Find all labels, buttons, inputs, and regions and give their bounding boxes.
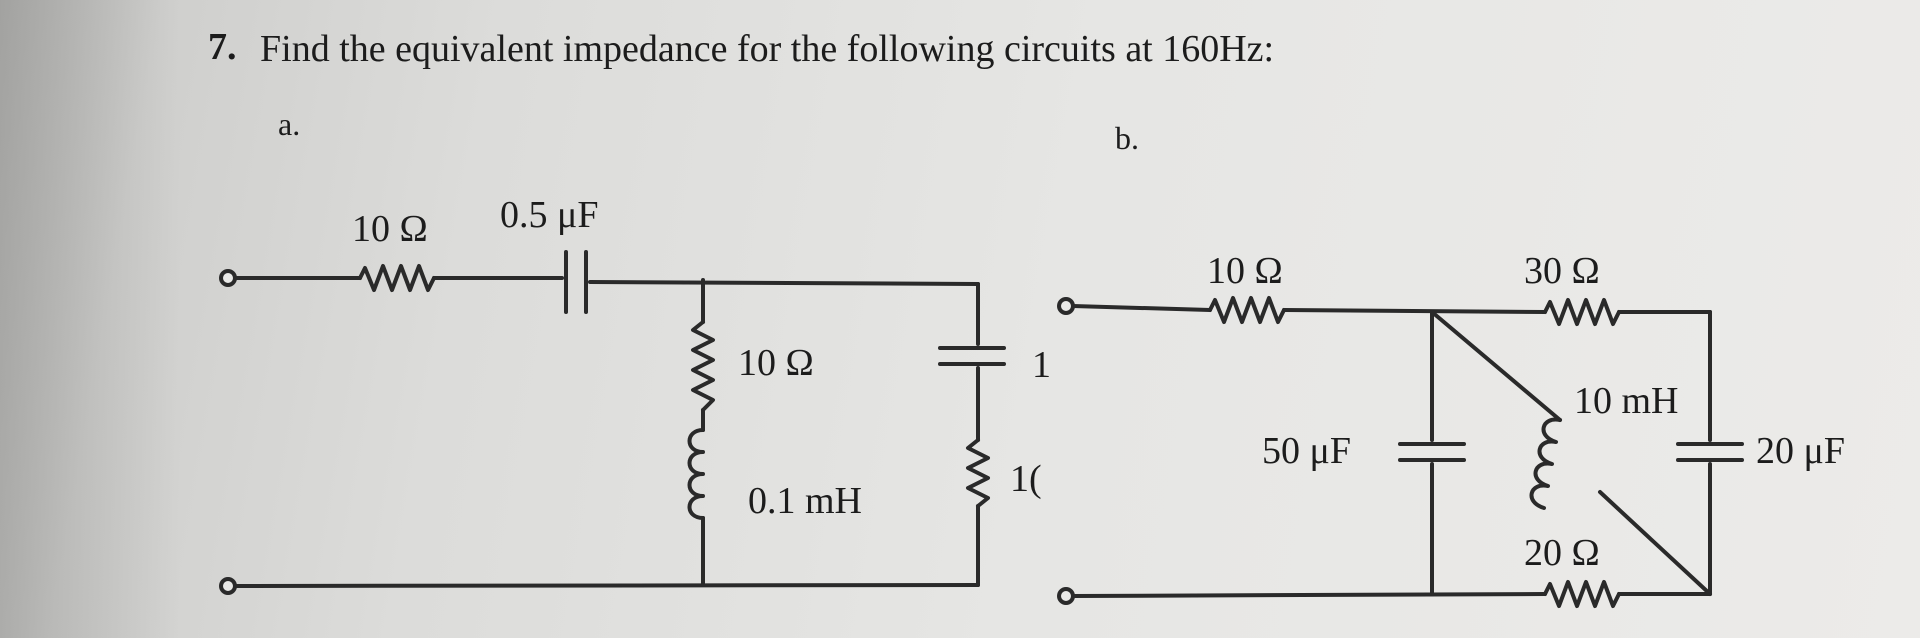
label-a-branch2-capacitor: 1 <box>1032 344 1051 386</box>
terminal-b-top <box>1057 297 1075 315</box>
part-a-label: a. <box>278 106 301 142</box>
circuit-b-wiring <box>1057 296 1744 608</box>
resistor-a-branch2 <box>966 438 990 508</box>
terminal-a-top <box>219 269 237 287</box>
inductor-a-branch1 <box>687 428 705 520</box>
label-b-bottom-resistor: 20 Ω <box>1524 532 1600 574</box>
label-b-right-capacitor: 20 μF <box>1756 430 1846 472</box>
label-a-branch1-inductor: 0.1 mH <box>748 480 862 522</box>
label-b-shunt-capacitor: 50 μF <box>1262 430 1352 472</box>
resistor-b-top <box>1543 298 1621 326</box>
terminal-b-bottom <box>1057 587 1075 605</box>
label-a-branch1-resistor: 10 Ω <box>738 342 814 384</box>
question-number: 7. <box>208 26 237 68</box>
circuit-a-wiring <box>219 250 1006 595</box>
label-b-top-resistor: 30 Ω <box>1524 250 1600 292</box>
label-b-diagonal-inductor: 10 mH <box>1574 380 1679 422</box>
resistor-b-series <box>1208 296 1286 324</box>
resistor-a-series <box>358 264 436 292</box>
terminal-a-bottom <box>219 577 237 595</box>
label-a-series-capacitor: 0.5 μF <box>500 194 599 236</box>
resistor-a-branch1 <box>691 320 715 412</box>
label-a-series-resistor: 10 Ω <box>352 208 428 250</box>
label-b-series-resistor: 10 Ω <box>1207 250 1283 292</box>
question-text: Find the equivalent impedance for the fo… <box>260 28 1275 70</box>
part-b-label: b. <box>1115 120 1139 156</box>
resistor-b-bottom <box>1543 580 1621 608</box>
label-a-branch2-resistor: 1( <box>1010 458 1042 500</box>
inductor-b-diagonal <box>1529 417 1562 510</box>
